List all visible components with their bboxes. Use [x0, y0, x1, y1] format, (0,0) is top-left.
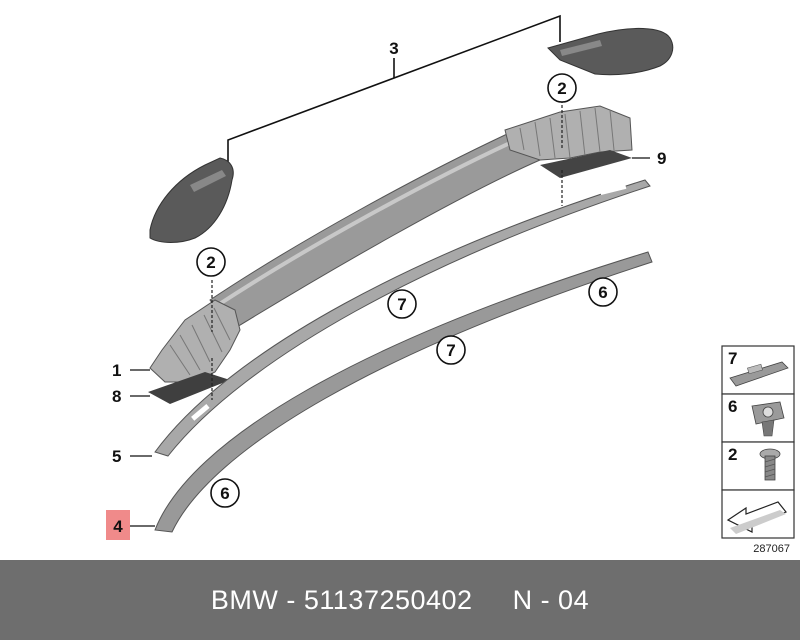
seal-strip-7: [154, 179, 651, 457]
rail-end-right: [504, 105, 633, 161]
end-cap-left-notch: [190, 170, 226, 192]
svg-text:7: 7: [446, 341, 455, 360]
callout-7-lower: 7: [436, 335, 466, 365]
callout-9: 9: [657, 149, 666, 168]
svg-text:2: 2: [206, 253, 215, 272]
rail-end-right-ribs: [519, 107, 615, 159]
bracket-part-3: [227, 14, 561, 165]
direction-arrow-icon: [726, 501, 787, 534]
pad-part-8: [148, 372, 230, 404]
rail-end-left: [149, 299, 241, 383]
end-cap-right: [547, 27, 674, 76]
callout-2-top: 2: [547, 73, 577, 103]
callout-8: 8: [112, 387, 121, 406]
screw-icon: [759, 448, 781, 481]
svg-text:7: 7: [397, 295, 406, 314]
parts-diagram: 3 2 9 2 7 6 7 6 1 8 5: [106, 14, 795, 555]
pad-part-9: [540, 150, 632, 178]
callout-3: 3: [389, 39, 398, 58]
svg-text:6: 6: [220, 484, 229, 503]
legend-panel: 7 6 2: [721, 345, 795, 555]
part-number-text: BMW - 51137250402 N - 04: [210, 584, 590, 615]
part-number-footer: BMW - 51137250402 N - 04: [0, 560, 800, 640]
legend-num-2: 2: [728, 445, 737, 464]
legend-num-7: 7: [728, 349, 737, 368]
callout-1: 1: [112, 361, 121, 380]
clip-icon: [729, 361, 789, 387]
clip-nut-icon: [751, 401, 785, 437]
seal-strip-7-slot: [599, 182, 627, 196]
callout-4-highlighted: 4: [106, 510, 130, 540]
fastener-lines: [211, 100, 563, 400]
rail-end-left-ribs: [169, 307, 231, 376]
svg-text:6: 6: [598, 283, 607, 302]
callout-2-left: 2: [196, 247, 226, 277]
seal-strip-6: [154, 251, 653, 533]
callout-6-lower: 6: [210, 478, 240, 508]
image-code: 287067: [753, 543, 790, 555]
end-cap-right-notch: [560, 40, 602, 56]
svg-text:4: 4: [113, 517, 123, 536]
roof-rail-highlight: [216, 140, 513, 307]
callout-7-upper: 7: [387, 289, 417, 319]
callout-5: 5: [112, 447, 121, 466]
callout-6-right: 6: [588, 277, 618, 307]
svg-text:2: 2: [557, 79, 566, 98]
seal-strip-7-slot-2: [191, 404, 210, 421]
legend-num-6: 6: [728, 397, 737, 416]
leader-lines: [130, 157, 650, 527]
